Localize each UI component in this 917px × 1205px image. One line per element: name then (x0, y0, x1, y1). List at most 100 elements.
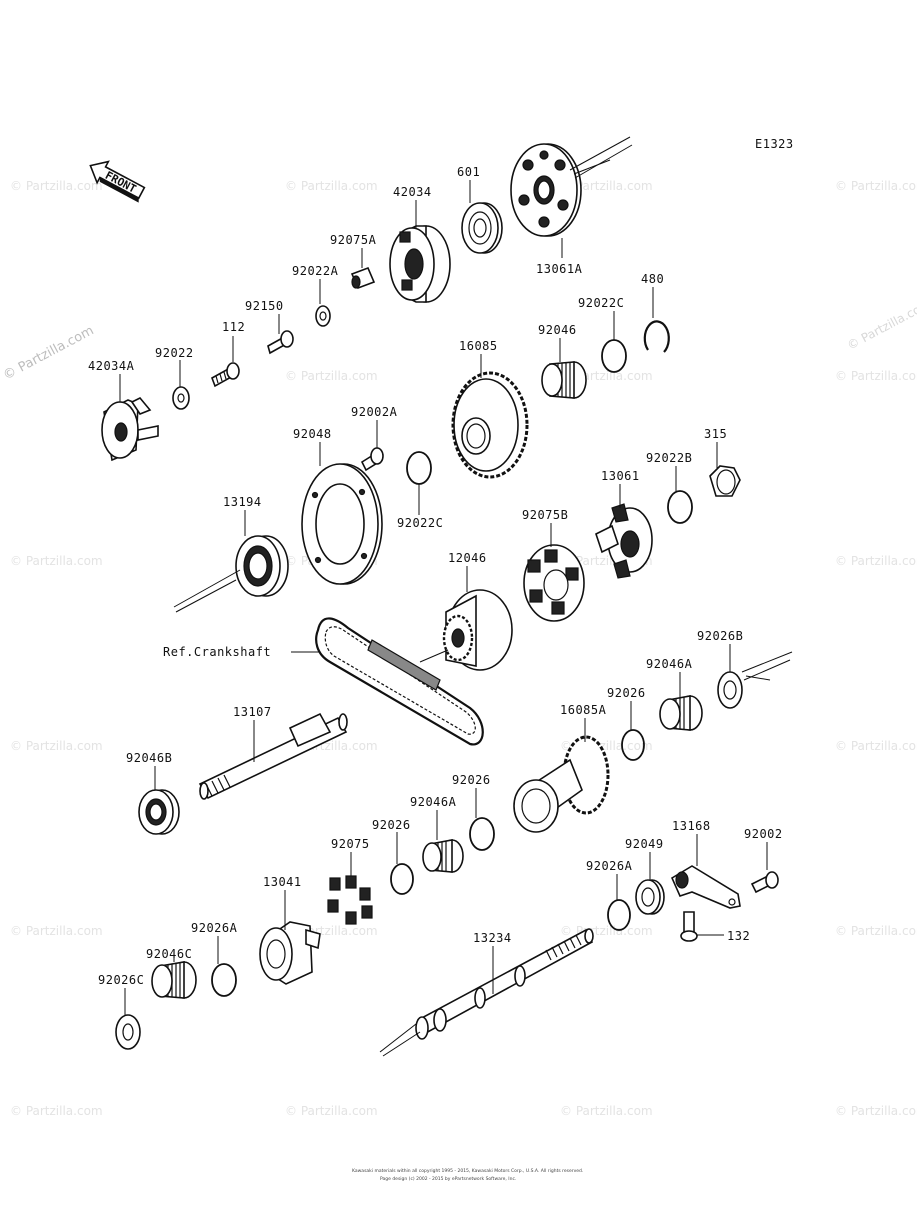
hub-42034A (101, 397, 159, 462)
label-13041: 13041 (263, 875, 302, 889)
label-92049: 92049 (625, 837, 664, 851)
label-92002A: 92002A (351, 405, 398, 419)
needle-bearing-92046A-mid (422, 839, 464, 873)
watermark: © Partzilla.com (10, 1104, 103, 1118)
label-13194: 13194 (223, 495, 262, 509)
watermark: © Partzilla.com (835, 179, 917, 193)
washer-92022 (172, 386, 190, 410)
label-92002: 92002 (744, 827, 783, 841)
label-12046: 12046 (448, 551, 487, 565)
label-92046B: 92046B (126, 751, 172, 765)
label-16085: 16085 (459, 339, 498, 353)
seal-92049 (635, 879, 665, 915)
watermark: © Partzilla.com (835, 739, 917, 753)
label-42034A: 42034A (88, 359, 135, 373)
label-92022: 92022 (155, 346, 194, 360)
shaft-13234 (415, 928, 594, 1040)
label-13168: 13168 (672, 819, 711, 833)
lever-13168 (670, 865, 741, 909)
needle-bearing-92046C (151, 961, 197, 999)
chain-ref-crankshaft (315, 617, 484, 746)
watermark: © Partzilla.com (10, 179, 103, 193)
diagram-code: E1323 (755, 137, 794, 151)
seal-13194 (235, 535, 289, 597)
label-13061A: 13061A (536, 262, 583, 276)
label-92075: 92075 (331, 837, 370, 851)
circlip-480 (643, 320, 670, 353)
watermark: © Partzilla.com (560, 179, 653, 193)
label-13234: 13234 (473, 931, 512, 945)
gear-16085A (513, 735, 610, 833)
label-92046: 92046 (538, 323, 577, 337)
copyright-line-2: Page design (c) 2002 - 2015 by ePartsnet… (380, 1176, 516, 1182)
watermark: © Partzilla.com (560, 1104, 653, 1118)
label-92026-mid: 92026 (452, 773, 491, 787)
shaft-13107 (198, 712, 348, 800)
needle-bearing-92046A (659, 695, 703, 731)
watermark: © Partzilla.com (835, 554, 917, 568)
label-315: 315 (704, 427, 727, 441)
washer-92026B (717, 671, 743, 709)
ring-92026A-right (607, 899, 631, 931)
ring-92026A-left (211, 963, 237, 997)
label-92026A-right: 92026A (586, 859, 633, 873)
label-92026C: 92026C (98, 973, 144, 987)
bolt-92002 (750, 871, 779, 894)
label-92046C: 92046C (146, 947, 192, 961)
damper-92075A (350, 266, 376, 290)
bolt-132 (680, 911, 698, 942)
watermark: © Partzilla.com (10, 924, 103, 938)
plate-92048 (301, 463, 383, 585)
label-13061: 13061 (601, 469, 640, 483)
label-13107: 13107 (233, 705, 272, 719)
label-92026B: 92026B (697, 629, 743, 643)
label-92022B: 92022B (646, 451, 692, 465)
label-92046A-right: 92046A (646, 657, 693, 671)
watermark-tilted: © Partzilla.com (1, 323, 97, 383)
copyright-line-1: Kawasaki materials within all copyright … (352, 1168, 583, 1174)
label-92022A: 92022A (292, 264, 339, 278)
watermark: © Partzilla.com (285, 369, 378, 383)
dampers-92075 (327, 875, 373, 925)
watermark: © Partzilla.com (10, 554, 103, 568)
ring-92022C-mid (406, 451, 432, 485)
label-601: 601 (457, 165, 480, 179)
nut-315 (709, 465, 741, 497)
bearing-601 (461, 202, 503, 254)
label-480: 480 (641, 272, 664, 286)
label-92150: 92150 (245, 299, 284, 313)
watermark-tilted-right: © Partzilla.com (845, 297, 917, 353)
watermark: © Partzilla.com (285, 179, 378, 193)
damper-92075B (523, 544, 585, 622)
label-92022C-top: 92022C (578, 296, 624, 310)
washer-92026C (115, 1014, 141, 1050)
watermark: © Partzilla.com (835, 1104, 917, 1118)
ring-92022C (601, 339, 627, 373)
ring-92022B (667, 490, 693, 524)
label-92022C-mid: 92022C (397, 516, 443, 530)
bearing-92046B (138, 789, 180, 835)
label-112: 112 (222, 320, 245, 334)
watermark: © Partzilla.com (10, 739, 103, 753)
watermark: © Partzilla.com (285, 1104, 378, 1118)
washer-92022A (315, 305, 331, 327)
sprocket-12046 (442, 589, 513, 671)
bolt-92002A (360, 447, 384, 472)
ring-92026-right (621, 729, 645, 761)
ring-92026-left (390, 863, 414, 895)
ring-92026-mid (469, 817, 495, 851)
label-42034: 42034 (393, 185, 432, 199)
label-92075A: 92075A (330, 233, 377, 247)
gear-16085 (451, 371, 529, 479)
collar-13041 (259, 921, 321, 985)
label-132: 132 (727, 929, 750, 943)
bolt-92150 (267, 330, 294, 355)
label-92046A-mid: 92046A (410, 795, 457, 809)
needle-bearing-92046 (541, 361, 587, 399)
label-92026A-left: 92026A (191, 921, 238, 935)
label-16085A: 16085A (560, 703, 607, 717)
watermark: © Partzilla.com (835, 924, 917, 938)
flange-13061A (510, 143, 582, 237)
bolt-112 (211, 362, 240, 388)
